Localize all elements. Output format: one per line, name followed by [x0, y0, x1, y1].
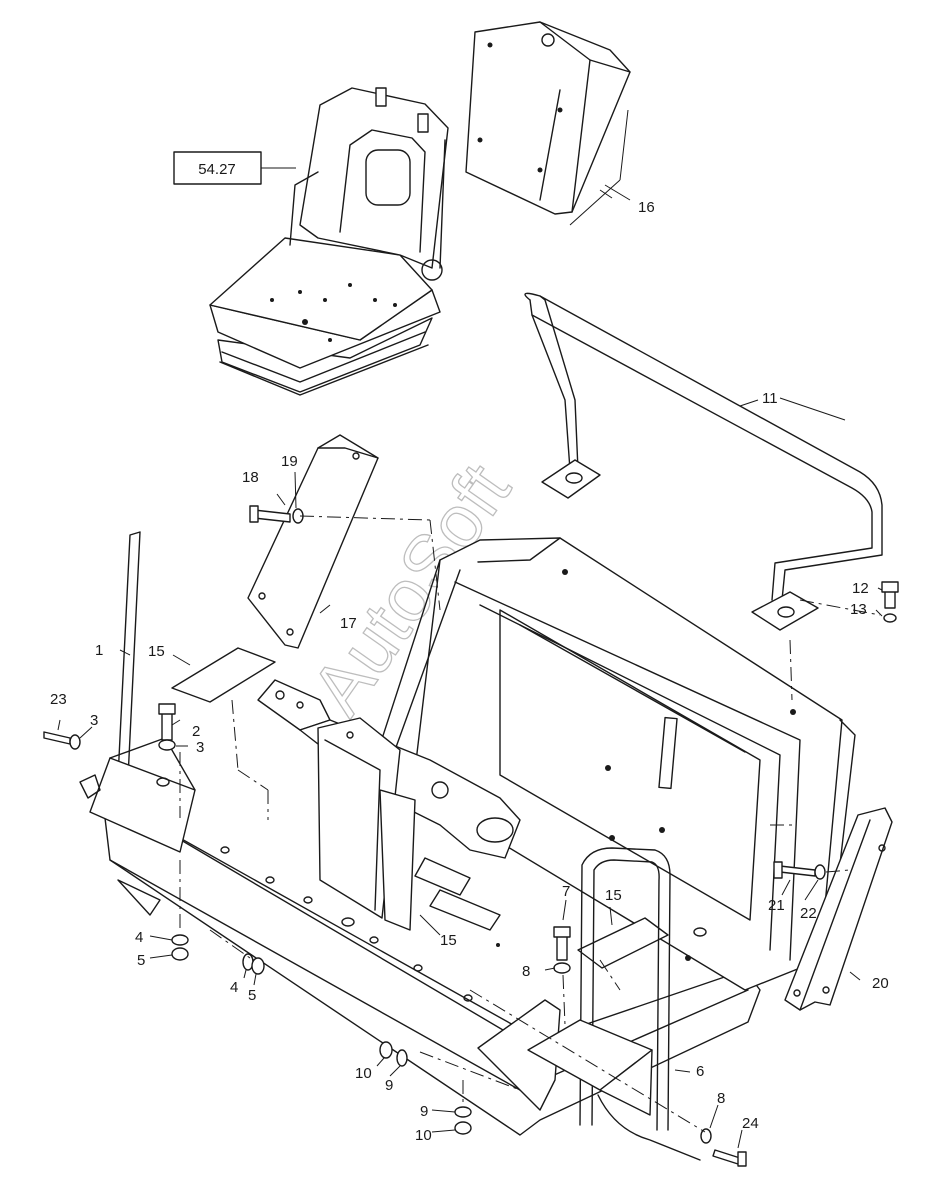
reference-label: 54.27 [198, 161, 236, 178]
fasteners [43, 505, 899, 1167]
callout-12: 12 [852, 580, 869, 597]
seat-cover-part-16 [465, 21, 631, 226]
callout-21: 21 [768, 897, 785, 914]
callout-15: 15 [605, 887, 622, 904]
callout-5: 5 [248, 987, 256, 1004]
callout-22: 22 [800, 905, 817, 922]
leader-lines [57, 189, 883, 1149]
reference-box [173, 151, 262, 185]
callout-8: 8 [717, 1090, 725, 1107]
callout-2: 2 [192, 723, 200, 740]
callout-1: 1 [95, 642, 103, 659]
pad-part-15 [171, 647, 276, 703]
callout-10: 10 [415, 1127, 432, 1144]
callout-9: 9 [385, 1077, 393, 1094]
callout-7: 7 [562, 883, 570, 900]
callout-10: 10 [355, 1065, 372, 1082]
callout-4: 4 [230, 979, 238, 996]
callout-19: 19 [281, 453, 298, 470]
callout-24: 24 [742, 1115, 759, 1132]
callout-9: 9 [420, 1103, 428, 1120]
seat-assembly [209, 87, 449, 396]
callout-17: 17 [340, 615, 357, 632]
grab-rail-part-11 [524, 292, 883, 631]
callout-15: 15 [148, 643, 165, 660]
callout-6: 6 [696, 1063, 704, 1080]
callout-5: 5 [137, 952, 145, 969]
alignment-lines [179, 515, 881, 1133]
pad-part-15-lower [577, 917, 669, 969]
callout-23: 23 [50, 691, 67, 708]
support-post-part-1 [79, 531, 196, 853]
side-bracket-part-20 [784, 807, 893, 1011]
callout-3: 3 [196, 739, 204, 756]
callout-20: 20 [872, 975, 889, 992]
step-handle-part-6 [527, 847, 701, 1161]
callout-18: 18 [242, 469, 259, 486]
callout-11: 11 [762, 390, 778, 407]
callout-4: 4 [135, 929, 143, 946]
callout-16: 16 [638, 199, 655, 216]
callout-15: 15 [440, 932, 457, 949]
callout-13: 13 [850, 601, 867, 618]
callout-8: 8 [522, 963, 530, 980]
bracket-part-17 [247, 434, 379, 649]
callout-3: 3 [90, 712, 98, 729]
callouts: 1 2 3 3 4 4 5 5 6 7 8 8 9 9 10 10 11 12 … [50, 199, 889, 1144]
center-bracket [257, 679, 521, 931]
